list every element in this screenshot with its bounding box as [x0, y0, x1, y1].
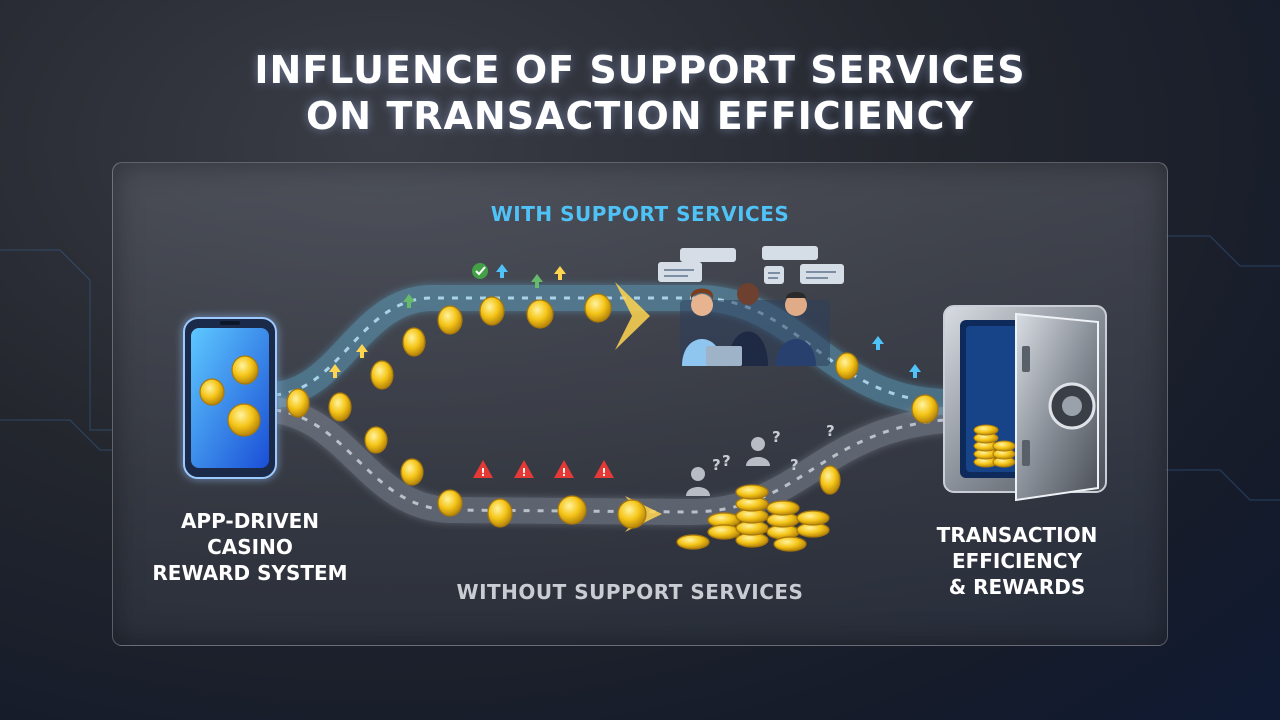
circuit-lines-decoration [0, 235, 1280, 501]
destination-label-line-1: TRANSACTION [936, 523, 1098, 547]
source-label: APP-DRIVEN CASINO REWARD SYSTEM [120, 508, 380, 586]
warning-icon-1 [473, 460, 493, 478]
confused-user-icons [686, 437, 770, 496]
with-support-label: WITH SUPPORT SERVICES [490, 202, 790, 226]
support-agents-group [680, 283, 830, 366]
svg-text:!: ! [601, 466, 606, 479]
svg-text:!: ! [521, 466, 526, 479]
smartphone-icon [183, 317, 277, 479]
destination-label-line-2: EFFICIENCY [951, 549, 1083, 573]
coin-pile [676, 484, 830, 552]
source-label-line-1: APP-DRIVEN [180, 509, 320, 533]
chat-bubble-icons [658, 246, 844, 284]
without-support-path [272, 397, 947, 526]
check-circle-icon [472, 263, 488, 279]
without-support-label: WITHOUT SUPPORT SERVICES [456, 580, 804, 604]
svg-text:!: ! [561, 466, 566, 479]
svg-text:?: ? [790, 456, 799, 474]
destination-label-line-3: & REWARDS [948, 575, 1086, 599]
warning-icon-3 [554, 460, 574, 478]
vault-icon [943, 305, 1107, 502]
svg-text:?: ? [772, 428, 781, 446]
lower-coins [364, 426, 841, 529]
svg-text:!: ! [480, 466, 485, 479]
warning-icon-4 [594, 460, 614, 478]
title-line-1: INFLUENCE OF SUPPORT SERVICES [254, 48, 1026, 92]
warning-icon-2 [514, 460, 534, 478]
laptop-icon [706, 346, 742, 366]
support-agent-3 [776, 292, 816, 366]
up-arrow-icons [329, 264, 921, 378]
svg-text:?: ? [722, 452, 731, 470]
warning-icons [473, 460, 614, 478]
question-mark-icon: ? [712, 456, 721, 474]
source-label-line-3: REWARD SYSTEM [152, 561, 348, 585]
chevron-arrow-upper-icon [615, 282, 650, 350]
source-label-line-2: CASINO [207, 535, 293, 559]
destination-label: TRANSACTION EFFICIENCY & REWARDS [912, 522, 1122, 600]
svg-text:?: ? [826, 422, 835, 440]
upper-coins [286, 293, 939, 424]
title-line-2: ON TRANSACTION EFFICIENCY [306, 94, 974, 138]
